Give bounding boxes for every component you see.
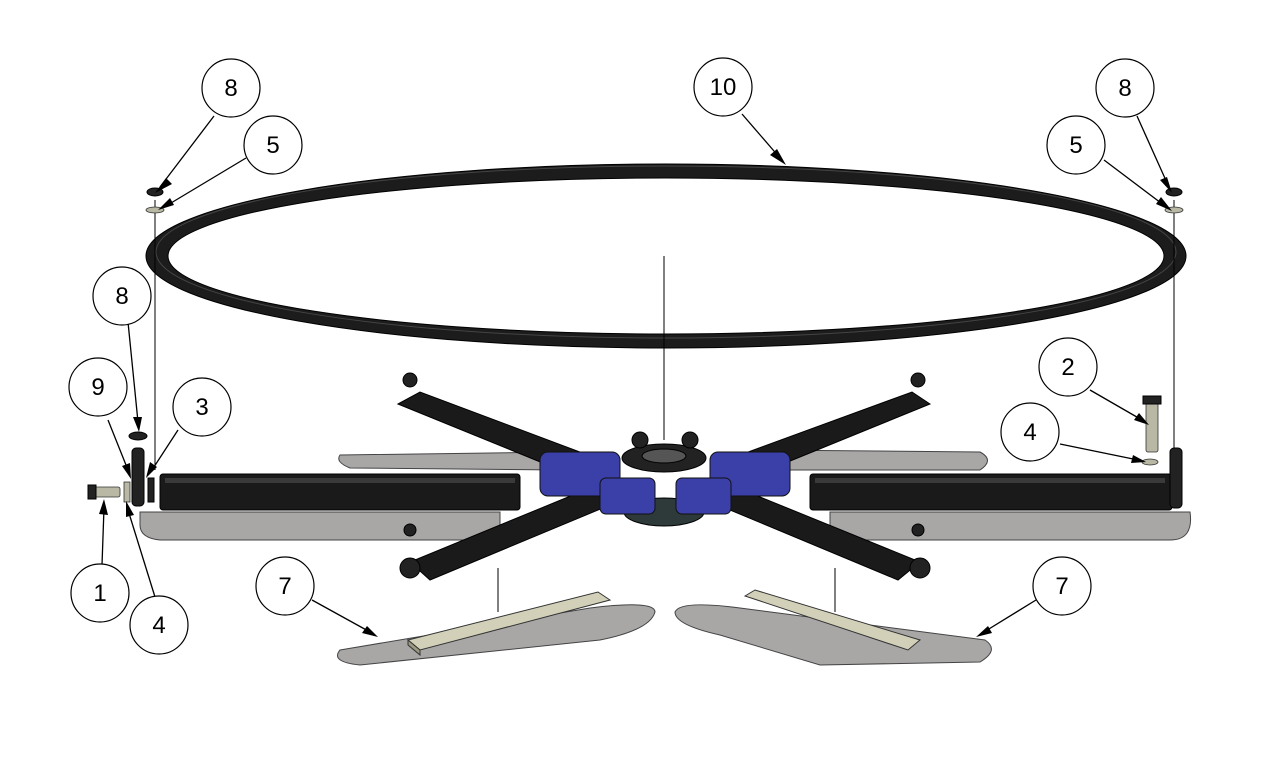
callout-2: 2 xyxy=(1038,337,1098,397)
svg-text:7: 7 xyxy=(1055,573,1068,600)
right-paddle-part xyxy=(674,568,992,666)
ring-part xyxy=(145,163,1187,349)
svg-text:4: 4 xyxy=(152,612,165,639)
svg-text:10: 10 xyxy=(710,74,737,101)
callout-10: 10 xyxy=(693,57,753,117)
svg-text:5: 5 xyxy=(1069,132,1082,159)
callout-1: 1 xyxy=(70,563,130,623)
svg-text:8: 8 xyxy=(224,75,237,102)
frame-arms xyxy=(159,372,1173,581)
svg-text:3: 3 xyxy=(195,394,208,421)
callout-5-top-right: 5 xyxy=(1046,115,1106,175)
callout-7-right: 7 xyxy=(1032,556,1092,616)
svg-text:2: 2 xyxy=(1061,354,1074,381)
callout-3: 3 xyxy=(172,377,232,437)
right-bolt-assembly xyxy=(1141,395,1183,509)
callout-9: 9 xyxy=(68,357,128,417)
svg-text:4: 4 xyxy=(1023,419,1036,446)
svg-text:8: 8 xyxy=(115,283,128,310)
svg-text:7: 7 xyxy=(278,573,291,600)
svg-text:9: 9 xyxy=(91,374,104,401)
callout-7-left: 7 xyxy=(255,556,315,616)
svg-text:5: 5 xyxy=(266,132,279,159)
svg-text:1: 1 xyxy=(93,580,106,607)
callout-4-right: 4 xyxy=(1000,402,1060,462)
left-bolt-assembly xyxy=(87,431,155,507)
center-hub xyxy=(539,431,791,527)
callout-8-left: 8 xyxy=(92,266,152,326)
callout-5-top-left: 5 xyxy=(243,115,303,175)
callout-4-left: 4 xyxy=(129,595,189,655)
leader-lines xyxy=(99,113,1172,637)
left-paddle-part xyxy=(337,568,656,666)
svg-text:8: 8 xyxy=(1118,75,1131,102)
callout-8-top-right: 8 xyxy=(1095,58,1155,118)
callout-8-top-left: 8 xyxy=(201,58,261,118)
